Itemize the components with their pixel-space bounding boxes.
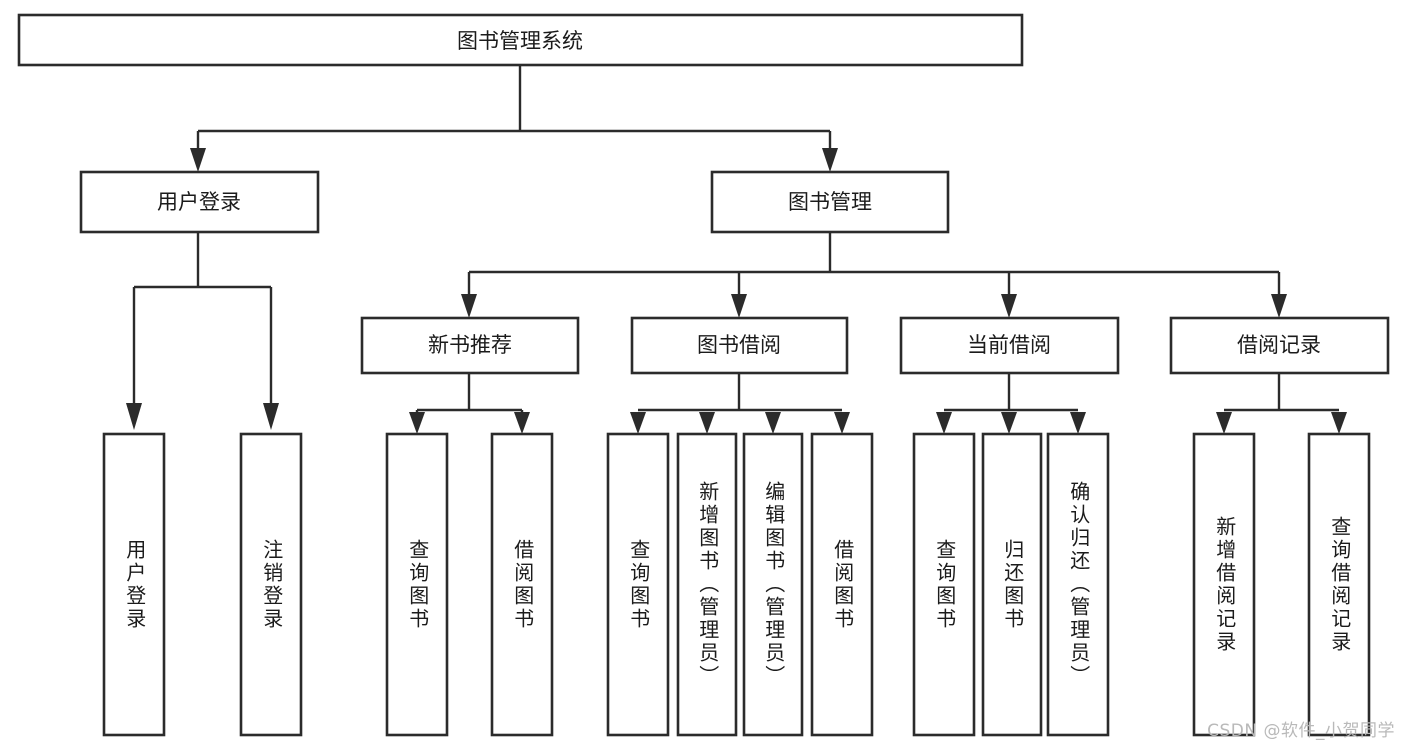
node-borrow-record-label: 借阅记录	[1237, 333, 1321, 357]
arrow-head-book-borrow	[731, 294, 747, 318]
leaf-box-current-borrow-3[interactable]	[1046, 432, 1110, 737]
node-borrow-record-box[interactable]	[1169, 316, 1390, 375]
arrow-head-leaf-new-book-1	[409, 412, 425, 434]
leaf-box-group	[102, 432, 1371, 737]
leaf-box-user-login-1[interactable]	[102, 432, 166, 737]
node-current-borrow-label: 当前借阅	[967, 333, 1051, 357]
arrow-head-leaf-borrow-record-2	[1331, 412, 1347, 434]
arrow-head-leaf-book-borrow-2	[699, 412, 715, 434]
node-book-borrow[interactable]: 图书借阅	[630, 316, 849, 375]
arrow-head-leaf-current-borrow-3	[1070, 412, 1086, 434]
node-user-login-label: 用户登录	[157, 190, 241, 214]
leaf-box-current-borrow-1[interactable]	[912, 432, 976, 737]
arrow-head-leaf-current-borrow-1	[936, 412, 952, 434]
node-current-borrow[interactable]: 当前借阅	[899, 316, 1120, 375]
arrow-head-new-book	[461, 294, 477, 318]
leaf-box-book-borrow-1[interactable]	[606, 432, 670, 737]
leaf-box-borrow-record-1[interactable]	[1192, 432, 1256, 737]
node-user-login[interactable]: 用户登录	[79, 170, 320, 234]
connector-group	[126, 66, 1347, 434]
arrow-head-leaf-book-borrow-3	[765, 412, 781, 434]
arrow-head-book-manage	[822, 148, 838, 172]
node-root[interactable]: 图书管理系统	[17, 13, 1024, 67]
arrow-head-leaf-new-book-2	[514, 412, 530, 434]
node-user-login-box[interactable]	[79, 170, 320, 234]
arrow-head-borrow-record	[1271, 294, 1287, 318]
node-book-borrow-label: 图书借阅	[697, 333, 781, 357]
node-current-borrow-box[interactable]	[899, 316, 1120, 375]
node-root-box[interactable]	[17, 13, 1024, 67]
node-new-book-recommend-box[interactable]	[360, 316, 580, 375]
arrow-head-leaf-current-borrow-2	[1001, 412, 1017, 434]
leaf-box-book-borrow-4[interactable]	[810, 432, 874, 737]
leaf-box-current-borrow-2[interactable]	[981, 432, 1043, 737]
arrow-head-leaf-user-login-2	[263, 403, 279, 430]
leaf-box-book-borrow-3[interactable]	[742, 432, 804, 737]
arrow-head-current-borrow	[1001, 294, 1017, 318]
leaf-box-new-book-1[interactable]	[385, 432, 449, 737]
node-book-manage-box[interactable]	[710, 170, 950, 234]
node-new-book-recommend-label: 新书推荐	[428, 333, 512, 357]
node-book-manage[interactable]: 图书管理	[710, 170, 950, 234]
leaf-box-new-book-2[interactable]	[490, 432, 554, 737]
arrow-head-leaf-user-login-1	[126, 403, 142, 430]
leaf-box-user-login-2[interactable]	[239, 432, 303, 737]
arrow-head-leaf-book-borrow-4	[834, 412, 850, 434]
leaf-box-book-borrow-2[interactable]	[676, 432, 738, 737]
node-root-label: 图书管理系统	[457, 29, 583, 53]
node-new-book-recommend[interactable]: 新书推荐	[360, 316, 580, 375]
arrow-head-user-login	[190, 148, 206, 172]
arrow-head-leaf-book-borrow-1	[630, 412, 646, 434]
node-book-manage-label: 图书管理	[788, 190, 872, 214]
leaf-box-borrow-record-2[interactable]	[1307, 432, 1371, 737]
node-book-borrow-box[interactable]	[630, 316, 849, 375]
watermark-text: CSDN @软件_小贺同学	[1207, 721, 1395, 741]
arrow-head-leaf-borrow-record-1	[1216, 412, 1232, 434]
node-borrow-record[interactable]: 借阅记录	[1169, 316, 1390, 375]
